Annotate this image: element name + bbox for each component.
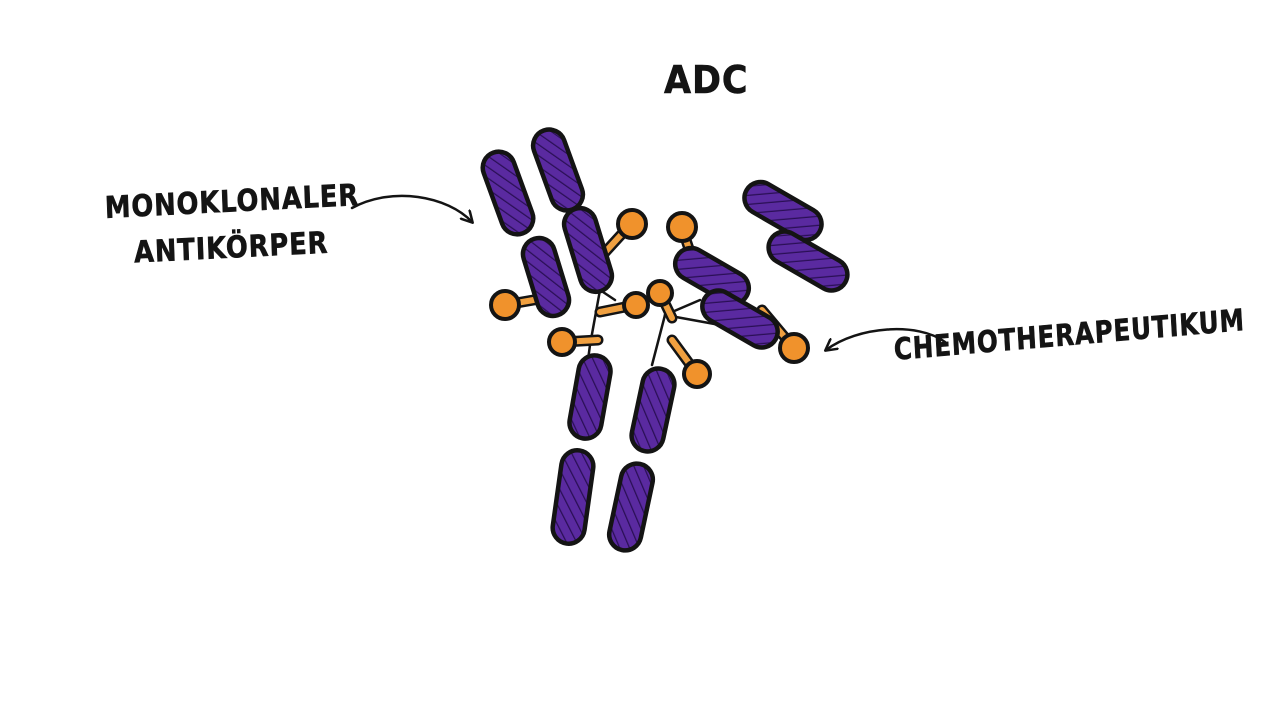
antibody-domain [606, 461, 656, 553]
drug-arrow [826, 327, 947, 350]
antibody-domain [567, 353, 613, 441]
antibody-domain [530, 127, 586, 213]
antibody-domain [480, 149, 536, 237]
drug-payload [646, 279, 674, 307]
antibody-domain [742, 179, 824, 243]
antibody-domain [520, 235, 572, 319]
antibody-domain [561, 205, 615, 295]
drug-payload [489, 289, 521, 321]
antibody-domain [629, 366, 677, 454]
drug-payload [547, 327, 577, 357]
antibody-domain [700, 288, 780, 350]
antibody-domains [480, 127, 850, 553]
antibody-domain [766, 229, 850, 293]
antibody-domain [672, 245, 752, 307]
drug-payload [778, 332, 810, 364]
drug-payloads [489, 208, 810, 389]
drug-payload [616, 208, 648, 240]
diagram-title: ADC [664, 58, 749, 103]
antibody-arrow [350, 194, 472, 222]
antibody-domain [550, 448, 596, 546]
drug-payload [682, 359, 712, 389]
drug-payload [622, 291, 650, 319]
drug-payload [666, 211, 698, 243]
antibody-label: MONOKLONALER ANTIKÖRPER [104, 173, 362, 278]
